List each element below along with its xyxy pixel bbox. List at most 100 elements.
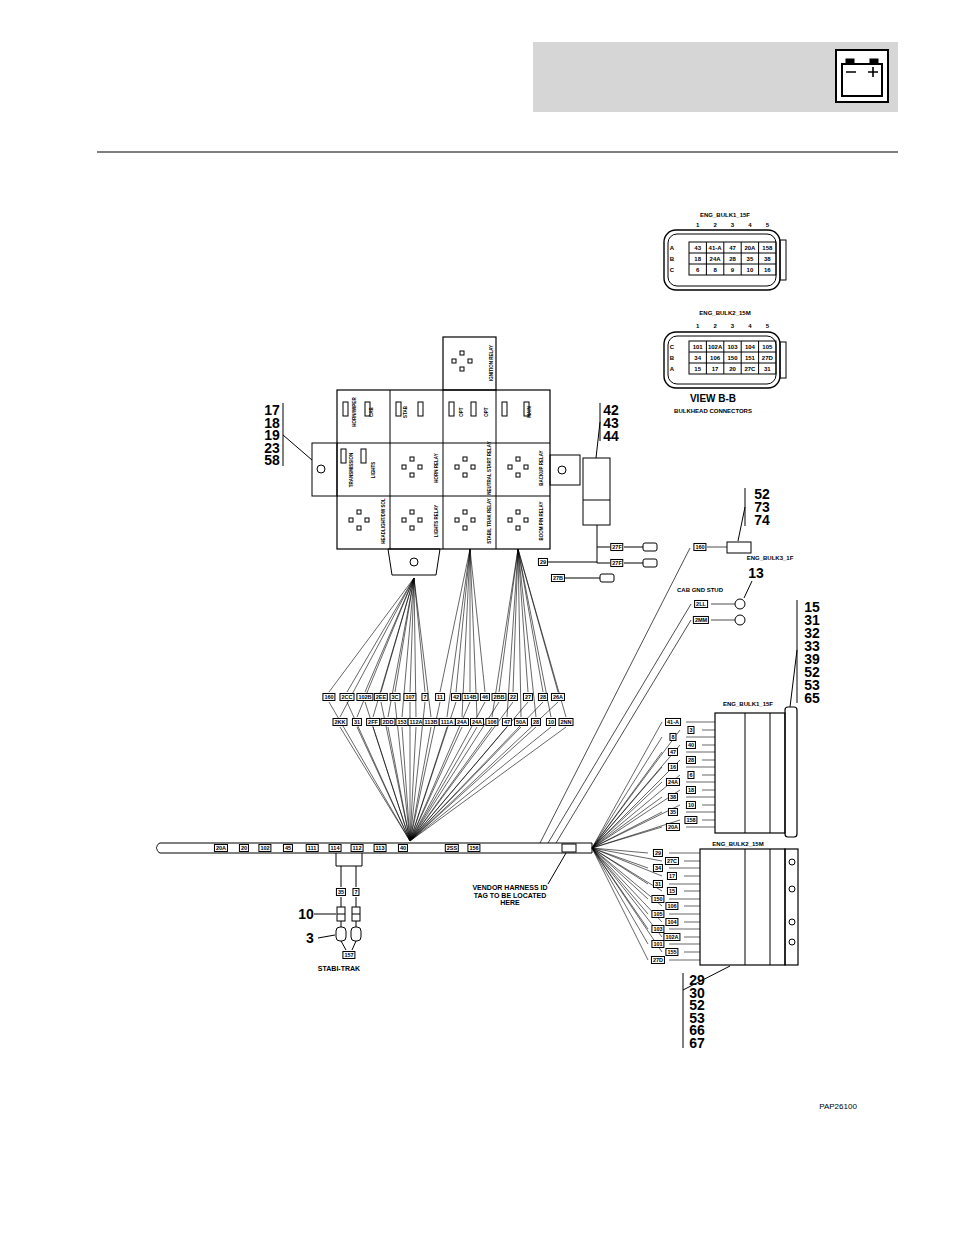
callout-number: 32 — [804, 626, 820, 640]
callout-number: 42 — [603, 403, 619, 417]
wire-tag: 114B — [462, 693, 479, 701]
fuse-relay-label: MAIN — [528, 406, 533, 418]
fuse-relay-label: IGNITION RELAY — [490, 345, 495, 381]
wire-tag: 29 — [538, 558, 548, 566]
wire-tag: 2CC — [339, 693, 354, 701]
wire-tag: 2MM — [693, 616, 709, 624]
fuse-relay-label: BACKUP RELAY — [540, 450, 545, 485]
wire-tag: 111A — [439, 718, 456, 726]
fuse-relay-label: BOOM PIN RELAY — [540, 502, 545, 541]
fuse-relay-label: HORN/WIPER — [353, 397, 358, 426]
callout-number: 52 — [754, 487, 770, 501]
callout-number: 15 — [804, 600, 820, 614]
pin-number: 103 — [727, 343, 737, 350]
callout-number: 43 — [603, 416, 619, 430]
wire-tag: 17 — [667, 872, 677, 880]
fuse-relay-label: LIGHTS RELAY — [435, 505, 440, 538]
pin-label: 3 — [731, 323, 734, 330]
pin-number: 27D — [762, 354, 773, 361]
callout-number: 52 — [804, 665, 820, 679]
callout-number: 39 — [804, 652, 820, 666]
wire-tag: 47 — [502, 718, 512, 726]
pin-number: 104 — [745, 343, 755, 350]
wire-tag: 102B — [356, 693, 373, 701]
wire-tag: 2BB — [491, 693, 506, 701]
callout-number: 73 — [754, 500, 770, 514]
wire-tag: 103 — [651, 925, 664, 933]
wire-tag: 160 — [693, 543, 706, 551]
connector-name: ENG_BULK2_15M — [699, 310, 750, 317]
wire-tag: 158 — [684, 816, 697, 824]
pin-label: 5 — [766, 222, 769, 229]
wire-tag: 34 — [653, 864, 663, 872]
pin-label: 1 — [696, 323, 699, 330]
wire-tag: 24A — [666, 778, 680, 786]
wire-tag: 27D — [651, 956, 665, 964]
pin-number: 9 — [731, 266, 734, 273]
pin-label: 3 — [731, 222, 734, 229]
callout-number: 67 — [689, 1036, 705, 1050]
pin-label: 5 — [766, 323, 769, 330]
pin-number: 150 — [727, 354, 737, 361]
fuse-relay-label: LIGHTS — [372, 462, 377, 479]
pin-label: ENG_BULK3_1F — [747, 555, 794, 562]
wire-tag: 106 — [485, 718, 498, 726]
pin-number: 8 — [713, 266, 716, 273]
pin-label: 4 — [748, 222, 751, 229]
wire-tag: 20A — [214, 844, 228, 852]
pin-number: 38 — [764, 255, 771, 262]
note-text: VENDOR HARNESS ID TAG TO BE LOCATED HERE — [470, 884, 550, 907]
wire-tag: 102 — [258, 844, 271, 852]
wire-tag: 27F — [610, 559, 623, 567]
pin-label: 4 — [748, 323, 751, 330]
fuse-relay-label: NEUTRAL START RELAY — [488, 441, 493, 494]
wire-tag: 15 — [667, 887, 677, 895]
wire-tag: 2LL — [694, 600, 708, 608]
wire-tag: 101 — [651, 940, 664, 948]
wire-tag: 10 — [686, 801, 696, 809]
fuse-relay-label: STAB — [404, 406, 409, 418]
wire-tag: 45 — [283, 844, 293, 852]
pin-label: C — [670, 266, 674, 273]
pin-label: C — [670, 343, 674, 350]
pin-label: B — [670, 354, 674, 361]
wire-tag: 22 — [508, 693, 518, 701]
component-name: STABI-TRAK — [318, 965, 360, 973]
wire-tag: 105 — [651, 910, 664, 918]
connector-node: ENG_BULK1_15F — [701, 701, 805, 837]
connector-name: ENG_BULK1_15F — [723, 701, 773, 708]
pin-number: 10 — [747, 266, 754, 273]
pin-number: 20 — [729, 365, 736, 372]
wire-tag: 40 — [398, 844, 408, 852]
wire-tag: 155 — [665, 948, 678, 956]
wire-tag: 7 — [352, 888, 359, 896]
pin-number: 151 — [745, 354, 755, 361]
wire-tag: 16 — [668, 763, 678, 771]
pin-number: 34 — [694, 354, 701, 361]
wire-tag: 160 — [322, 693, 335, 701]
pin-number: 20A — [744, 244, 755, 251]
fuse-relay-label: OPT — [485, 407, 490, 416]
wire-tag: 150 — [651, 895, 664, 903]
callout-number: 31 — [804, 613, 820, 627]
wire-tag: 20 — [239, 844, 249, 852]
fuse-relay-label: HEADLIGHT/DW SOL — [382, 498, 387, 544]
wire-tag: 20A — [666, 823, 680, 831]
wire-tag: 102A — [663, 933, 680, 941]
pin-number: 28 — [729, 255, 736, 262]
wire-tag: 104 — [665, 918, 678, 926]
pin-label: 1 — [696, 222, 699, 229]
wire-tag: 157 — [342, 951, 355, 959]
wire-tag: 41-A — [665, 718, 681, 726]
callout-number: 3 — [306, 931, 314, 945]
callout-number: 65 — [804, 691, 820, 705]
pin-label: A — [670, 244, 674, 251]
wire-tag: 28 — [538, 693, 548, 701]
pin-label: A — [670, 365, 674, 372]
wire-tag: 35 — [336, 888, 346, 896]
pin-number: 17 — [712, 365, 719, 372]
callout-number: 74 — [754, 513, 770, 527]
wire-tag: 3C — [389, 693, 400, 701]
wire-tag: 112 — [351, 844, 364, 852]
wire-tag: 2SS — [445, 844, 459, 852]
